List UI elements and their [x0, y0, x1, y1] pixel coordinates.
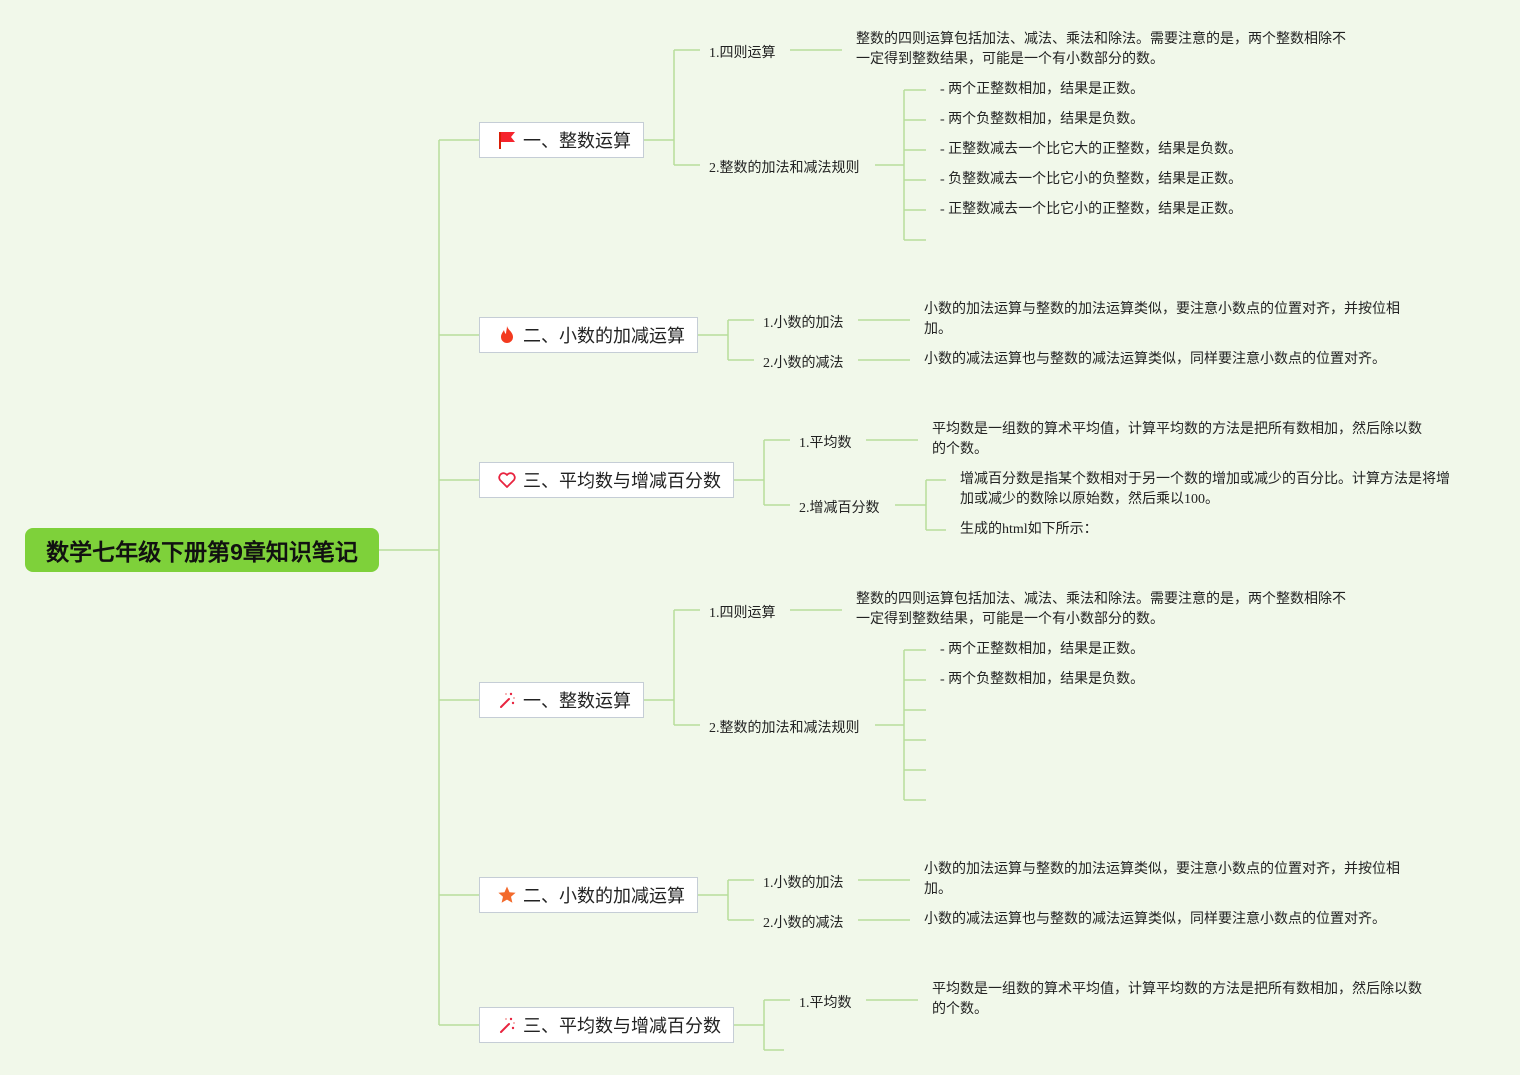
- flag-icon: [497, 130, 517, 150]
- main-topic-1[interactable]: 一、整数运算: [479, 122, 644, 158]
- main-topic-5[interactable]: 二、小数的加减运算: [479, 877, 698, 913]
- subtopic[interactable]: 1.四则运算: [709, 46, 776, 61]
- note-text[interactable]: 整数的四则运算包括加法、减法、乘法和除法。需要注意的是，两个整数相除不一定得到整…: [856, 32, 1346, 67]
- main-topic-label: 二、小数的加减运算: [523, 886, 685, 906]
- magic-wand-icon: [497, 1015, 517, 1035]
- note-text[interactable]: 生成的html如下所示：: [960, 522, 1098, 537]
- note-text[interactable]: - 正整数减去一个比它大的正整数，结果是负数。: [940, 142, 1243, 157]
- heart-icon: [497, 470, 517, 490]
- main-topic-2[interactable]: 二、小数的加减运算: [479, 317, 698, 353]
- subtopic[interactable]: 1.小数的加法: [763, 316, 844, 331]
- main-topic-label: 三、平均数与增减百分数: [523, 1016, 721, 1036]
- subtopic[interactable]: 1.小数的加法: [763, 876, 844, 891]
- note-text[interactable]: - 两个负整数相加，结果是负数。: [940, 672, 1145, 687]
- note-text[interactable]: 小数的加法运算与整数的加法运算类似，要注意小数点的位置对齐，并按位相加。: [924, 862, 1400, 897]
- central-topic[interactable]: 数学七年级下册第9章知识笔记: [25, 528, 379, 572]
- note-text[interactable]: 平均数是一组数的算术平均值，计算平均数的方法是把所有数相加，然后除以数的个数。: [932, 982, 1422, 1017]
- note-text[interactable]: - 负整数减去一个比它小的负整数，结果是正数。: [940, 172, 1243, 187]
- subtopic[interactable]: 2.整数的加法和减法规则: [709, 721, 860, 736]
- subtopic[interactable]: 2.小数的减法: [763, 916, 844, 931]
- note-text[interactable]: - 两个负整数相加，结果是负数。: [940, 112, 1145, 127]
- main-topic-3[interactable]: 三、平均数与增减百分数: [479, 462, 734, 498]
- note-text[interactable]: - 两个正整数相加，结果是正数。: [940, 82, 1145, 97]
- note-text[interactable]: 小数的减法运算也与整数的减法运算类似，同样要注意小数点的位置对齐。: [924, 912, 1386, 927]
- main-topic-label: 一、整数运算: [523, 131, 631, 151]
- subtopic[interactable]: 2.增减百分数: [799, 501, 880, 516]
- subtopic[interactable]: 1.平均数: [799, 996, 852, 1011]
- fire-icon: [497, 325, 517, 345]
- note-text[interactable]: 小数的减法运算也与整数的减法运算类似，同样要注意小数点的位置对齐。: [924, 352, 1386, 367]
- note-text[interactable]: - 两个正整数相加，结果是正数。: [940, 642, 1145, 657]
- subtopic[interactable]: 2.整数的加法和减法规则: [709, 161, 860, 176]
- main-topic-label: 一、整数运算: [523, 691, 631, 711]
- note-text[interactable]: 小数的加法运算与整数的加法运算类似，要注意小数点的位置对齐，并按位相加。: [924, 302, 1400, 337]
- subtopic[interactable]: 2.小数的减法: [763, 356, 844, 371]
- note-text[interactable]: 平均数是一组数的算术平均值，计算平均数的方法是把所有数相加，然后除以数的个数。: [932, 422, 1422, 457]
- main-topic-4[interactable]: 一、整数运算: [479, 682, 644, 718]
- magic-wand-icon: [497, 690, 517, 710]
- subtopic[interactable]: 1.平均数: [799, 436, 852, 451]
- main-topic-label: 二、小数的加减运算: [523, 326, 685, 346]
- note-text[interactable]: 增减百分数是指某个数相对于另一个数的增加或减少的百分比。计算方法是将增加或减少的…: [960, 472, 1450, 507]
- note-text[interactable]: - 正整数减去一个比它小的正整数，结果是正数。: [940, 202, 1243, 217]
- main-topic-6[interactable]: 三、平均数与增减百分数: [479, 1007, 734, 1043]
- note-text[interactable]: 整数的四则运算包括加法、减法、乘法和除法。需要注意的是，两个整数相除不一定得到整…: [856, 592, 1346, 627]
- subtopic[interactable]: 1.四则运算: [709, 606, 776, 621]
- main-topic-label: 三、平均数与增减百分数: [523, 471, 721, 491]
- star-icon: [497, 885, 517, 905]
